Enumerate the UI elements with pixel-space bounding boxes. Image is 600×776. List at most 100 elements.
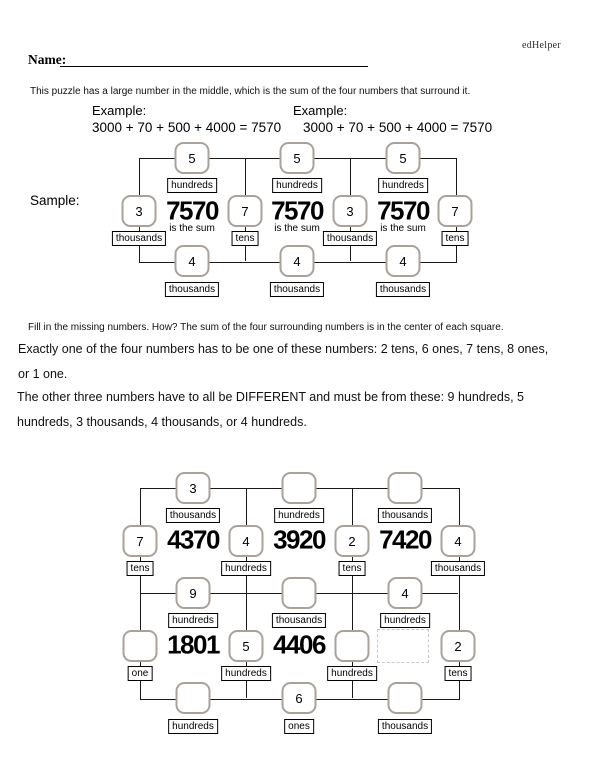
unit-label: ones <box>284 719 314 734</box>
unit-label: hundreds <box>327 666 377 681</box>
node-value: 3 <box>189 480 197 496</box>
unit-label: thousands <box>269 282 325 297</box>
sum-value: 7570 <box>271 195 324 226</box>
node-value: 5 <box>399 150 407 166</box>
node-value: 7 <box>136 533 144 549</box>
empty-number-node[interactable] <box>281 577 317 609</box>
number-node: 4 <box>440 525 476 557</box>
unit-label: tens <box>441 231 469 246</box>
unit-label: tens <box>231 231 259 246</box>
node-value: 4 <box>188 253 196 269</box>
example-equation-1: 3000 + 70 + 500 + 4000 = 7570 <box>92 120 282 135</box>
unit-label: hundreds <box>168 719 218 734</box>
unit-label: thousands <box>271 613 327 628</box>
empty-number-node[interactable] <box>387 472 423 504</box>
missing-sum-box[interactable] <box>377 629 429 663</box>
sum-value: 3920 <box>273 524 326 555</box>
number-node: 4 <box>174 245 210 277</box>
unit-label: thousands <box>165 508 221 523</box>
node-value: 4 <box>399 253 407 269</box>
unit-label: tens <box>444 666 472 681</box>
unit-label: thousands <box>375 282 431 297</box>
example-label-2: Example: <box>293 103 348 118</box>
instruction-line: Exactly one of the four numbers has to b… <box>18 342 549 356</box>
empty-number-node[interactable] <box>122 630 158 662</box>
example-equation-2: 3000 + 70 + 500 + 4000 = 7570 <box>303 120 493 135</box>
unit-label: thousands <box>322 231 378 246</box>
number-node: 9 <box>175 577 211 609</box>
node-value: 9 <box>189 585 197 601</box>
number-node: 5 <box>385 142 421 174</box>
unit-label: hundreds <box>272 178 322 193</box>
number-node: 4 <box>279 245 315 277</box>
node-value: 5 <box>188 150 196 166</box>
unit-label: thousands <box>430 561 486 576</box>
node-value: 3 <box>135 203 143 219</box>
sum-value: 7570 <box>377 195 430 226</box>
empty-number-node[interactable] <box>281 472 317 504</box>
instruction-line: Fill in the missing numbers. How? The su… <box>28 322 504 333</box>
node-value: 7 <box>451 203 459 219</box>
number-node: 3 <box>121 195 157 227</box>
sum-caption: is the sum <box>274 223 320 234</box>
example-label-1: Example: <box>92 103 147 118</box>
unit-label: tens <box>338 561 366 576</box>
sum-value: 1801 <box>167 629 220 660</box>
unit-label: thousands <box>377 719 433 734</box>
sum-caption: is the sum <box>380 223 426 234</box>
sum-value: 4370 <box>167 524 220 555</box>
unit-label: hundreds <box>167 178 217 193</box>
node-value: 4 <box>242 533 250 549</box>
node-value: 4 <box>454 533 462 549</box>
sum-value: 7420 <box>379 524 432 555</box>
unit-label: hundreds <box>221 561 271 576</box>
number-node: 3 <box>332 195 368 227</box>
node-value: 2 <box>454 638 462 654</box>
node-value: 2 <box>348 533 356 549</box>
brand-logo: edHelper <box>522 40 562 51</box>
number-node: 6 <box>281 682 317 714</box>
unit-label: hundreds <box>274 508 324 523</box>
number-node: 4 <box>385 245 421 277</box>
node-value: 3 <box>346 203 354 219</box>
unit-label: thousands <box>111 231 167 246</box>
name-write-line[interactable] <box>60 53 368 67</box>
empty-number-node[interactable] <box>387 682 423 714</box>
number-node: 2 <box>440 630 476 662</box>
instruction-line: hundreds, 3 thousands, 4 thousands, or 4… <box>17 415 307 429</box>
unit-label: tens <box>126 561 154 576</box>
unit-label: hundreds <box>168 613 218 628</box>
intro-description: This puzzle has a large number in the mi… <box>30 86 471 97</box>
sample-label: Sample: <box>30 193 80 208</box>
unit-label: hundreds <box>221 666 271 681</box>
number-node: 5 <box>279 142 315 174</box>
sum-value: 4406 <box>273 629 326 660</box>
node-value: 5 <box>242 638 250 654</box>
node-value: 4 <box>293 253 301 269</box>
sum-value: 7570 <box>166 195 219 226</box>
name-label: Name: <box>28 52 67 67</box>
number-node: 2 <box>334 525 370 557</box>
unit-label: thousands <box>377 508 433 523</box>
node-value: 5 <box>293 150 301 166</box>
number-node: 7 <box>437 195 473 227</box>
number-node: 7 <box>227 195 263 227</box>
unit-label: hundreds <box>380 613 430 628</box>
node-value: 7 <box>241 203 249 219</box>
node-value: 4 <box>401 585 409 601</box>
number-node: 5 <box>174 142 210 174</box>
number-node: 4 <box>228 525 264 557</box>
number-node: 5 <box>228 630 264 662</box>
node-value: 6 <box>295 690 303 706</box>
unit-label: hundreds <box>378 178 428 193</box>
empty-number-node[interactable] <box>175 682 211 714</box>
sum-caption: is the sum <box>169 223 215 234</box>
instruction-line: The other three numbers have to all be D… <box>17 390 524 404</box>
unit-label: thousands <box>164 282 220 297</box>
empty-number-node[interactable] <box>334 630 370 662</box>
number-node: 7 <box>122 525 158 557</box>
number-node: 3 <box>175 472 211 504</box>
unit-label: one <box>127 666 153 681</box>
instruction-line: or 1 one. <box>18 367 68 381</box>
